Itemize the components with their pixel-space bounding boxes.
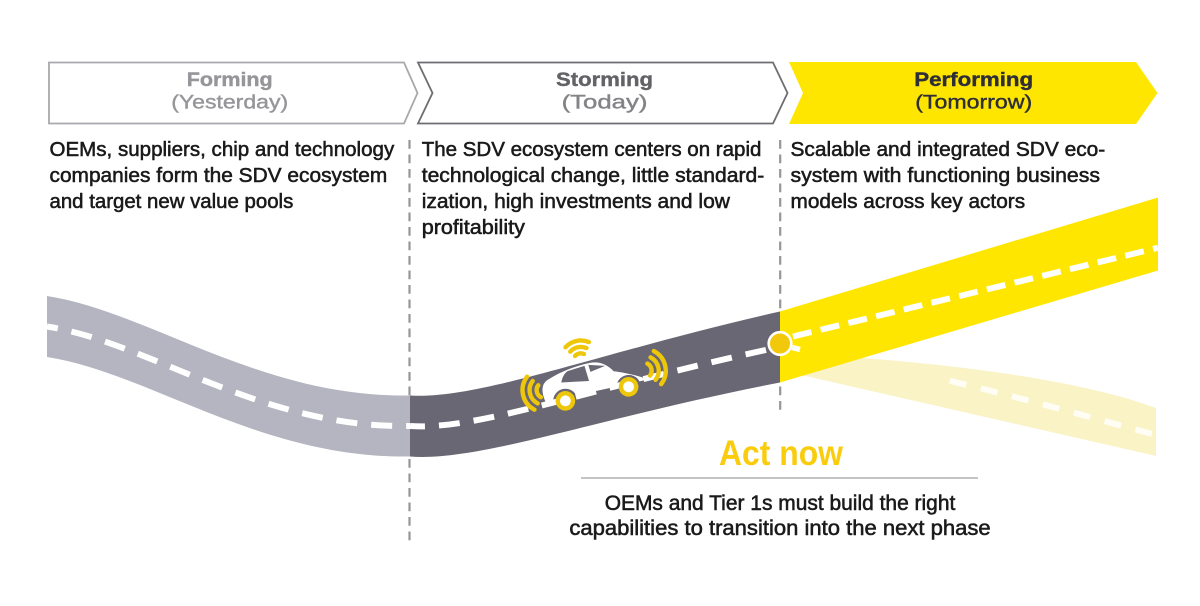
- svg-text:(Today): (Today): [562, 91, 648, 113]
- svg-text:technological change, little s: technological change, little standard-: [422, 164, 765, 187]
- svg-text:The SDV ecosystem centers on r: The SDV ecosystem centers on rapid: [422, 138, 762, 161]
- svg-text:ization, high investments and: ization, high investments and low: [422, 190, 731, 213]
- svg-text:profitability: profitability: [422, 216, 526, 238]
- svg-text:Scalable and integrated SDV e: Scalable and integrated SDV eco-: [791, 138, 1106, 161]
- svg-text:companies form the SDV ecosyst: companies form the SDV ecosystem: [50, 164, 388, 187]
- svg-text:(Tomorrow): (Tomorrow): [915, 91, 1032, 113]
- svg-text:Storming: Storming: [556, 69, 653, 91]
- svg-text:OEMs and Tier 1s must build th: OEMs and Tier 1s must build the right: [605, 492, 956, 515]
- svg-text:and target new value pools: and target new value pools: [50, 190, 294, 213]
- svg-text:capabilities to transition int: capabilities to transition into the next…: [569, 516, 990, 539]
- svg-text:OEMs, suppliers, chip and tech: OEMs, suppliers, chip and technology: [50, 138, 395, 161]
- svg-text:models across key actors: models across key actors: [791, 190, 1026, 213]
- svg-text:system with functioning busine: system with functioning business: [791, 164, 1100, 187]
- svg-text:Act now: Act now: [719, 433, 844, 473]
- svg-text:Performing: Performing: [914, 69, 1033, 90]
- svg-text:(Yesterday): (Yesterday): [171, 91, 288, 113]
- svg-text:Forming: Forming: [187, 69, 273, 91]
